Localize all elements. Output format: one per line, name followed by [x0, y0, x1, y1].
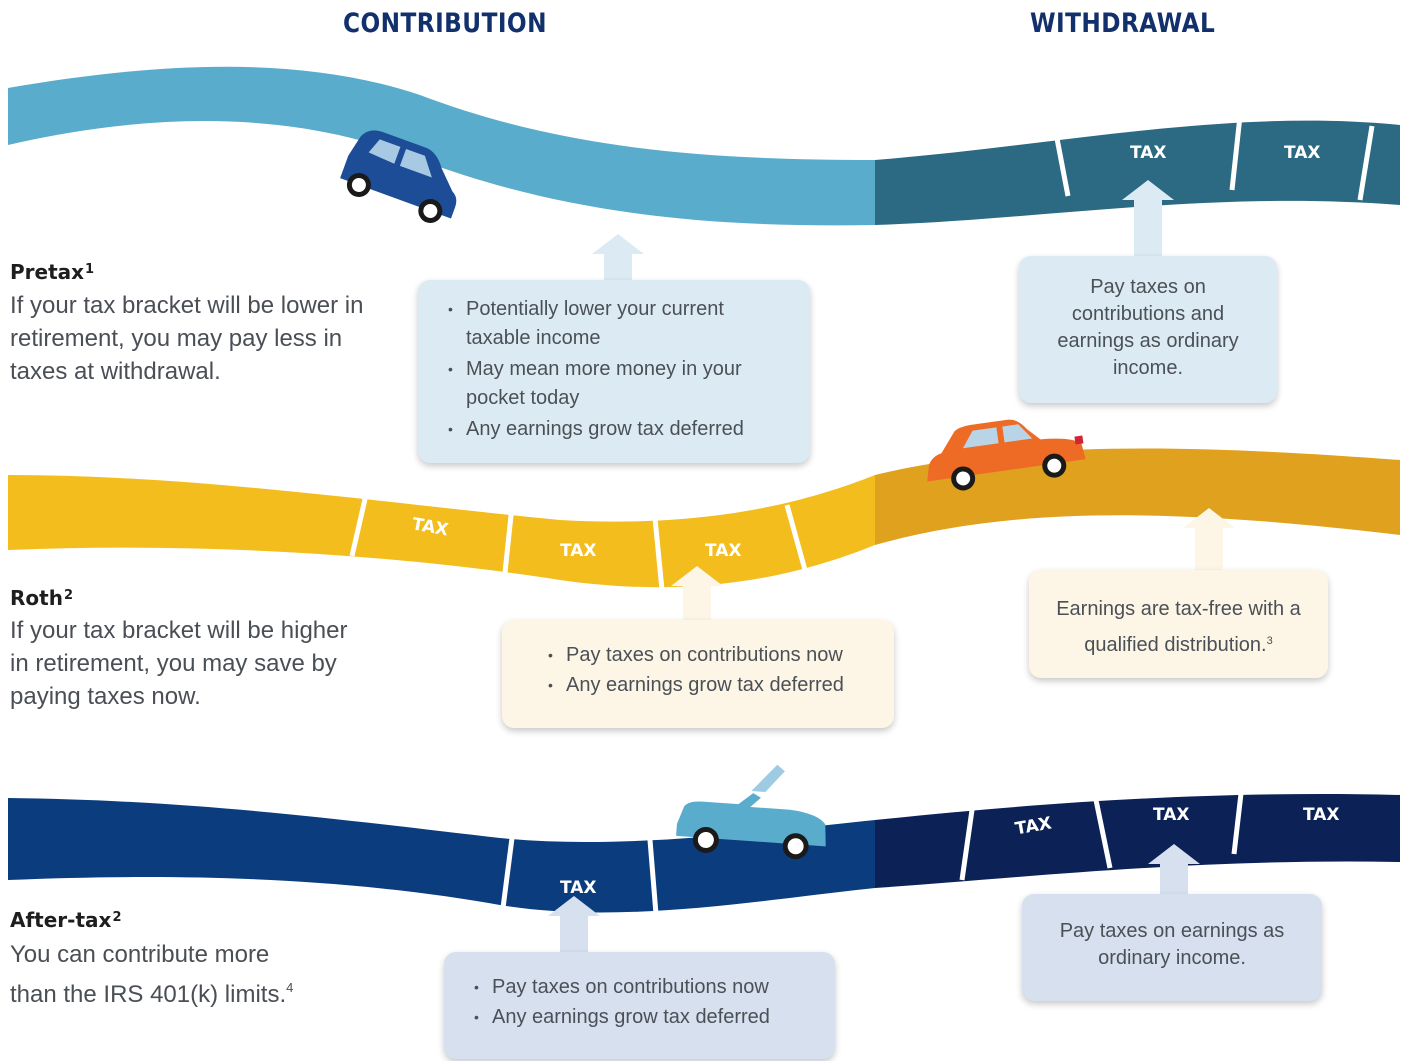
roth-road: TAX TAX TAX	[8, 448, 1400, 591]
aftertax-tax-label-1: TAX	[560, 878, 597, 898]
roth-title: Roth2	[10, 586, 73, 610]
aftertax-withdrawal-callout: Pay taxes on earnings as ordinary income…	[1022, 894, 1322, 1001]
roth-point-1: Pay taxes on contributions now	[548, 641, 874, 670]
convertible-car-icon	[676, 764, 826, 860]
aftertax-contribution-arrow	[548, 896, 600, 916]
pretax-tax-label-1: TAX	[1130, 143, 1167, 163]
roth-description: If your tax bracket will be higher in re…	[10, 617, 348, 710]
aftertax-point-1: Pay taxes on contributions now	[474, 973, 815, 1002]
aftertax-title: After-tax2	[10, 908, 122, 932]
withdrawal-header: WITHDRAWAL	[1030, 8, 1216, 39]
pretax-contribution-arrow	[604, 250, 632, 282]
roth-point-2: Any earnings grow tax deferred	[548, 671, 874, 700]
aftertax-point-2: Any earnings grow tax deferred	[474, 1003, 815, 1032]
pretax-description: If your tax bracket will be lower in ret…	[10, 292, 364, 385]
roth-tax-label-2: TAX	[560, 541, 597, 561]
roth-withdrawal-arrow	[1183, 508, 1235, 528]
aftertax-tax-label-3: TAX	[1153, 805, 1190, 825]
aftertax-tax-label-4: TAX	[1303, 805, 1340, 825]
blue-car-icon	[340, 130, 457, 223]
pretax-tax-label-2: TAX	[1284, 143, 1321, 163]
roth-contribution-callout: Pay taxes on contributions now Any earni…	[502, 620, 894, 728]
aftertax-road-withdrawal	[875, 794, 1400, 888]
pretax-title: Pretax1	[10, 260, 95, 284]
pretax-contribution-callout: Potentially lower your current taxable i…	[418, 280, 810, 463]
roth-contribution-arrow	[671, 566, 723, 586]
aftertax-contribution-callout: Pay taxes on contributions now Any earni…	[444, 952, 835, 1059]
aftertax-road: TAX TAX TAX TAX	[8, 784, 1400, 915]
pretax-point-3: Any earnings grow tax deferred	[448, 415, 790, 444]
aftertax-withdrawal-arrow	[1148, 844, 1200, 864]
contribution-header: CONTRIBUTION	[343, 8, 547, 39]
pretax-point-2: May mean more money in your pocket today	[448, 355, 790, 413]
roth-withdrawal-callout: Earnings are tax-free with a qualified d…	[1029, 570, 1328, 678]
roth-tax-label-3: TAX	[705, 541, 742, 561]
aftertax-description: You can contribute more than the IRS 401…	[10, 941, 294, 1008]
pretax-road-contribution	[8, 66, 875, 226]
pretax-road: TAX TAX	[8, 66, 1400, 226]
roth-road-withdrawal	[875, 448, 1400, 545]
aftertax-road-contribution	[8, 798, 875, 913]
orange-car-icon	[927, 419, 1086, 491]
pretax-withdrawal-callout: Pay taxes on contributions and earnings …	[1019, 256, 1277, 403]
pretax-point-1: Potentially lower your current taxable i…	[448, 295, 790, 353]
pretax-road-withdrawal	[875, 120, 1400, 225]
pretax-withdrawal-arrow	[1122, 180, 1174, 200]
